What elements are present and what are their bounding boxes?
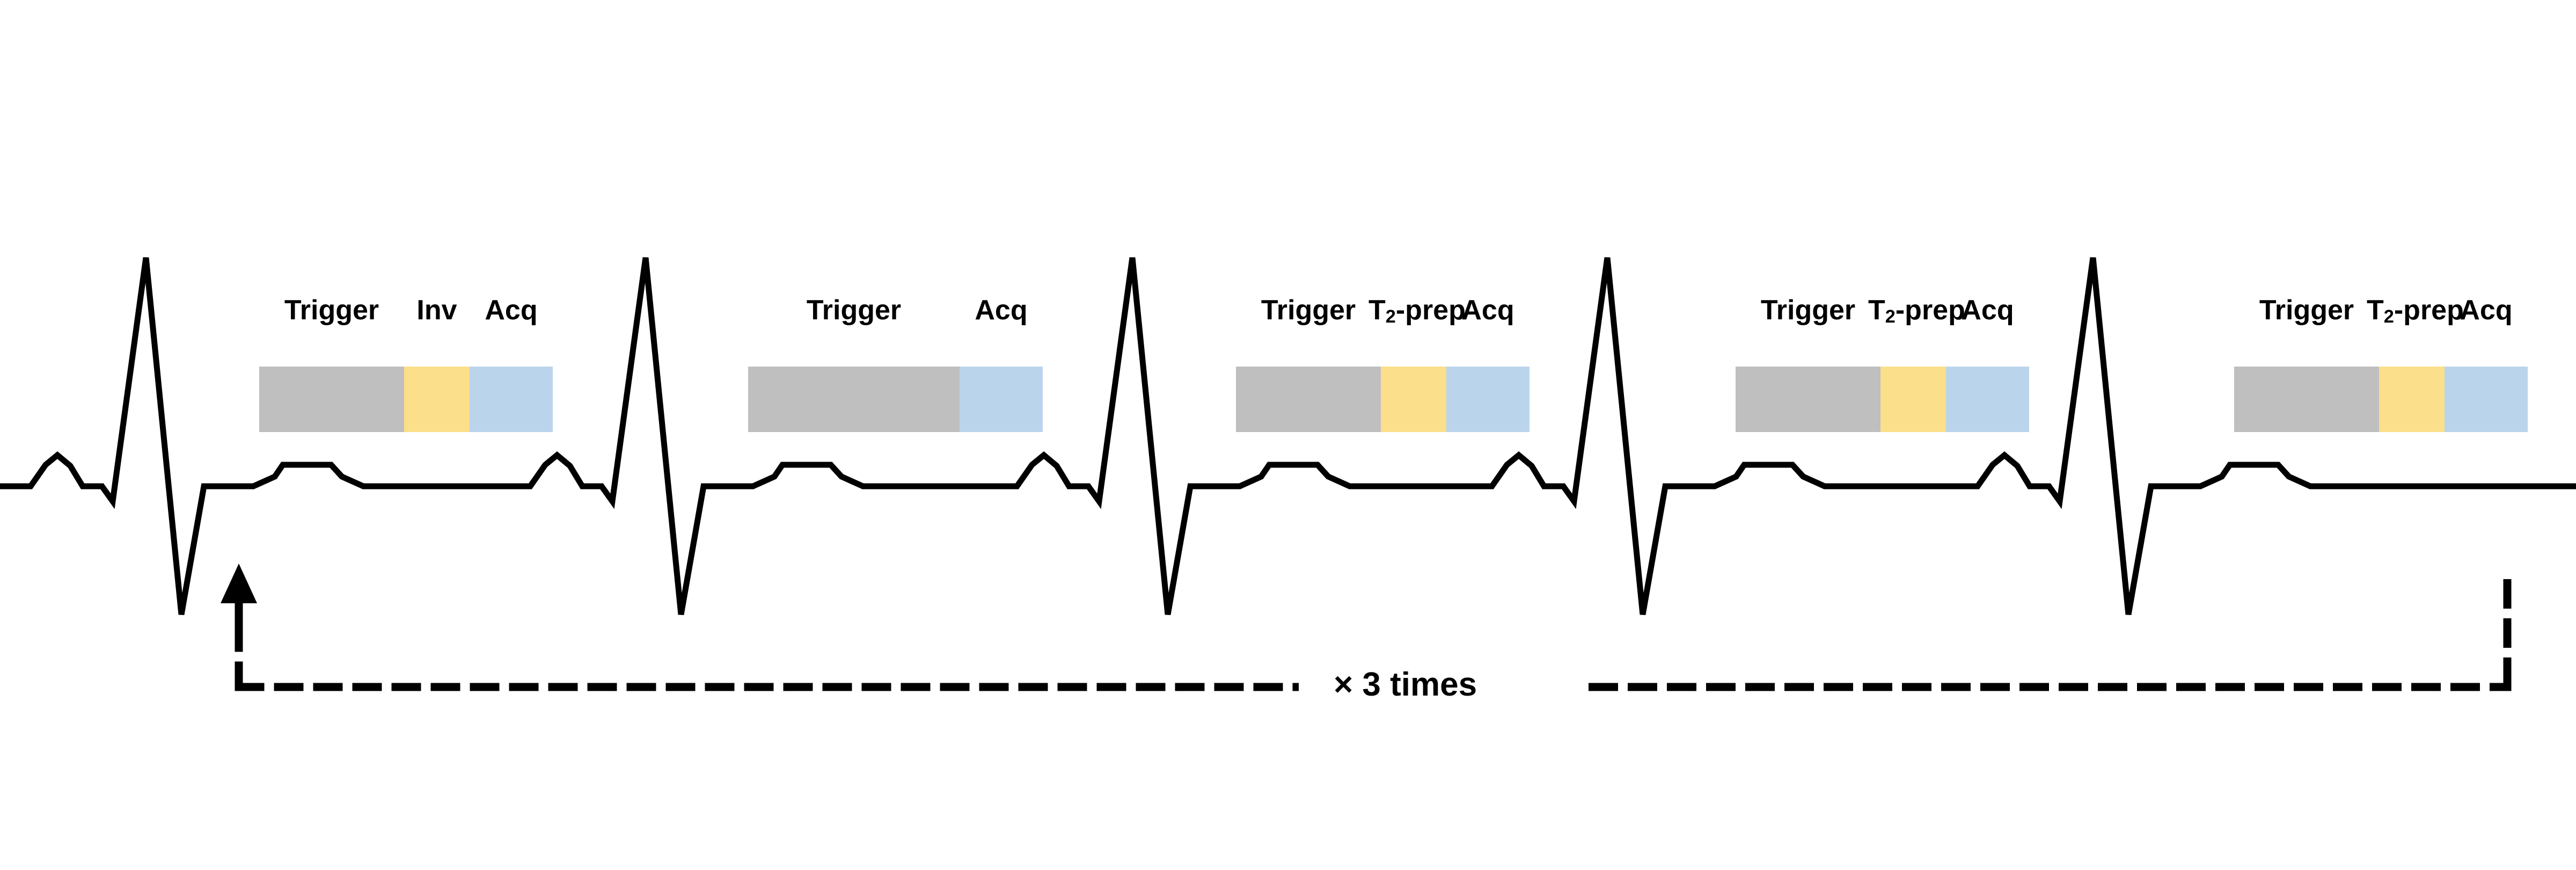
- label-trigger: Trigger: [806, 295, 902, 326]
- label-acq: Acq: [975, 295, 1028, 326]
- bar-segment-inv: [404, 367, 470, 432]
- label-acq: Acq: [1961, 295, 2014, 326]
- label-inv: Inv: [416, 295, 457, 326]
- bar-segment-t2prep: [2379, 367, 2445, 432]
- bar-segment-t2prep: [1381, 367, 1446, 432]
- bar-segment-trigger: [259, 367, 404, 432]
- bar-segment-acq: [470, 367, 553, 432]
- label-trigger: Trigger: [1261, 295, 1356, 326]
- label-acq: Acq: [485, 295, 538, 326]
- block-label-row: Trigger Acq: [748, 296, 1043, 324]
- label-t2prep: T2-prep: [2367, 295, 2464, 327]
- label-trigger: Trigger: [284, 295, 379, 326]
- timing-bar-heartbeat-4: [1736, 367, 2029, 432]
- bar-segment-trigger: [1736, 367, 1880, 432]
- repeat-loop-arrowhead-icon: [221, 564, 257, 603]
- block-label-row: Trigger T2-prepAcq: [1736, 295, 2029, 327]
- repeat-loop-caption: × 3 times: [1334, 666, 1477, 703]
- ecg-trace-group: [0, 257, 2576, 615]
- timing-bar-heartbeat-3: [1236, 367, 1529, 432]
- bar-segment-acq: [960, 367, 1043, 432]
- timing-bar-heartbeat-5: [2234, 367, 2528, 432]
- label-acq: Acq: [2460, 295, 2513, 326]
- bar-segment-t2prep: [1880, 367, 1946, 432]
- label-trigger: Trigger: [2259, 295, 2354, 326]
- bar-segment-trigger: [748, 367, 960, 432]
- bar-segment-acq: [1946, 367, 2029, 432]
- label-acq: Acq: [1461, 295, 1514, 326]
- bar-segment-acq: [1446, 367, 1529, 432]
- block-label-row: Trigger Inv Acq: [259, 296, 553, 324]
- bar-segment-trigger: [2234, 367, 2379, 432]
- label-t2prep: T2-prep: [1368, 295, 1466, 327]
- block-label-row: Trigger T2-prepAcq: [2234, 295, 2528, 327]
- ecg-trace: [0, 257, 2576, 615]
- timing-bar-heartbeat-2: [748, 367, 1043, 432]
- repeat-loop-group: [221, 564, 2512, 691]
- block-label-row: Trigger T2-prepAcq: [1236, 295, 1529, 327]
- label-trigger: Trigger: [1760, 295, 1856, 326]
- timing-bar-heartbeat-1: [259, 367, 553, 432]
- bar-segment-trigger: [1236, 367, 1381, 432]
- label-t2prep: T2-prep: [1868, 295, 1965, 327]
- bar-segment-acq: [2445, 367, 2528, 432]
